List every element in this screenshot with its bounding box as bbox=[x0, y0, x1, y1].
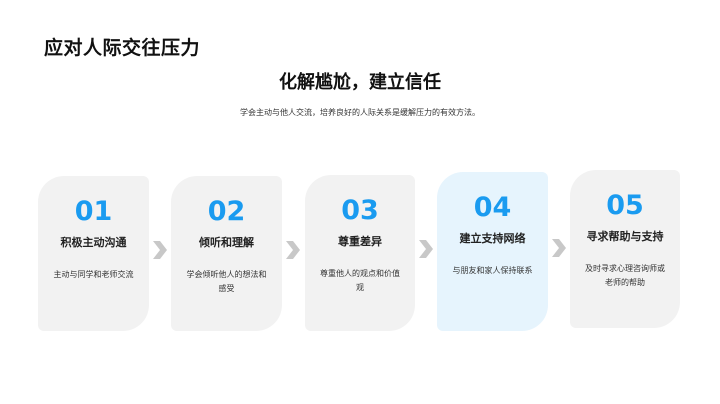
step-number: 05 bbox=[606, 190, 644, 221]
step-title: 尊重差异 bbox=[338, 235, 382, 248]
step-number: 04 bbox=[473, 192, 512, 223]
step-card-3: 03 尊重差异 尊重他人的观点和价值观 bbox=[305, 175, 415, 331]
chevron-right-icon bbox=[552, 239, 566, 257]
step-card-2: 02 倾听和理解 学会倾听他人的想法和感受 bbox=[171, 176, 282, 331]
chevron-right-icon bbox=[286, 241, 300, 259]
chevron-right-icon bbox=[419, 240, 433, 258]
step-text: 与朋友和家人保持联系 bbox=[452, 266, 533, 275]
step-card-1: 01 积极主动沟通 主动与同学和老师交流 bbox=[38, 176, 149, 331]
step-text: 尊重他人的观点和价值观 bbox=[320, 269, 400, 292]
step-title: 建立支持网络 bbox=[459, 232, 526, 245]
step-text: 学会倾听他人的想法和感受 bbox=[186, 270, 267, 293]
step-card-4: 04 建立支持网络 与朋友和家人保持联系 bbox=[437, 172, 548, 331]
step-number: 01 bbox=[74, 196, 113, 227]
chevron-right-icon bbox=[153, 241, 167, 259]
page-subtitle: 化解尴尬，建立信任 bbox=[279, 72, 441, 93]
step-title: 积极主动沟通 bbox=[60, 236, 127, 249]
step-number: 03 bbox=[341, 195, 379, 226]
step-title: 寻求帮助与支持 bbox=[586, 230, 664, 243]
step-card-5: 05 寻求帮助与支持 及时寻求心理咨询师或老师的帮助 bbox=[570, 170, 680, 328]
step-text: 主动与同学和老师交流 bbox=[53, 270, 134, 279]
step-number: 02 bbox=[207, 196, 246, 227]
step-text: 及时寻求心理咨询师或老师的帮助 bbox=[585, 264, 665, 287]
page-description: 学会主动与他人交流，培养良好的人际关系是缓解压力的有效方法。 bbox=[240, 108, 480, 117]
step-title: 倾听和理解 bbox=[199, 236, 254, 249]
page-title: 应对人际交往压力 bbox=[44, 37, 201, 59]
